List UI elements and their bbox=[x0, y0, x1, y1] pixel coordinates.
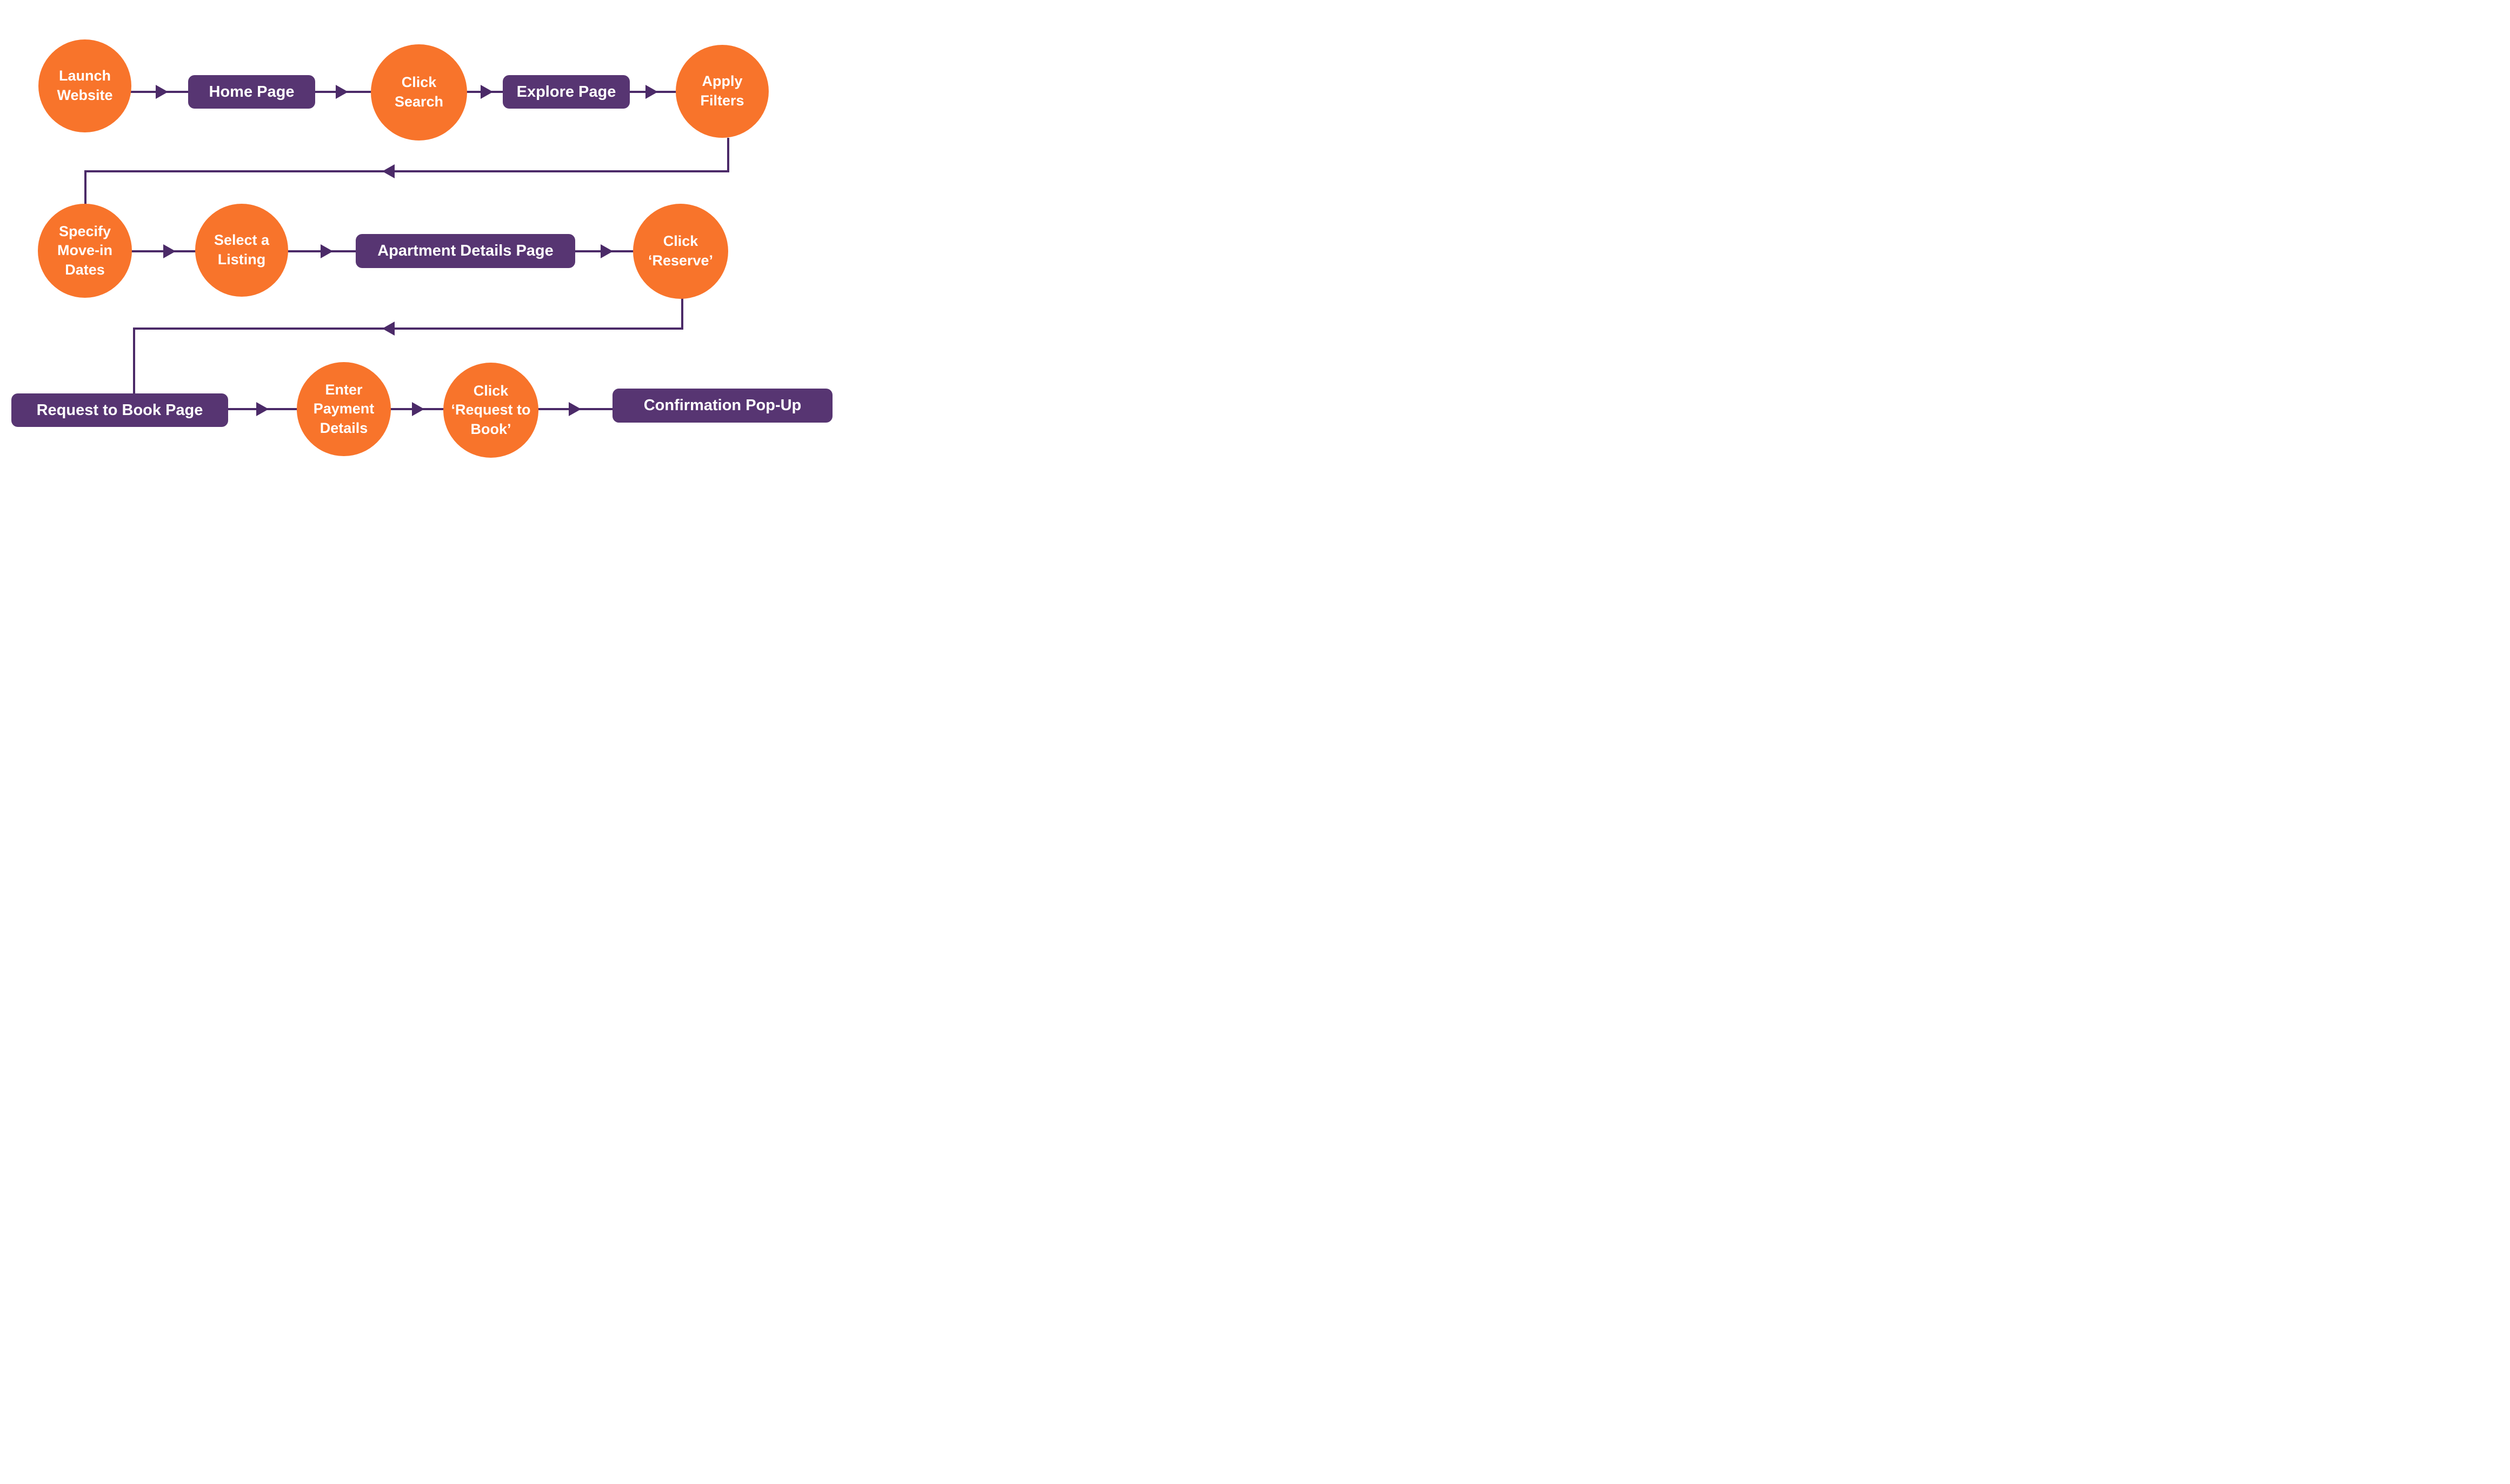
specify-to-select-arrowhead-icon bbox=[163, 244, 176, 258]
node-explore-page: Explore Page bbox=[503, 75, 630, 109]
select-to-apartment-arrowhead-icon bbox=[321, 244, 333, 258]
connector-reserve-to-request-elbow bbox=[133, 298, 683, 393]
node-label: Apartment Details Page bbox=[377, 242, 554, 260]
apartment-to-reserve-arrowhead-icon bbox=[601, 244, 613, 258]
click-search-to-explore-arrowhead-icon bbox=[481, 85, 493, 99]
connector-apply-to-specify-elbow bbox=[84, 138, 729, 204]
node-label: Click‘Reserve’ bbox=[648, 233, 714, 269]
node-label: Explore Page bbox=[516, 83, 616, 101]
click-request-to-confirmation-arrowhead-icon bbox=[569, 402, 581, 416]
reserve-to-request-elbow-arrowhead-icon bbox=[382, 322, 395, 336]
explore-to-apply-arrowhead-icon bbox=[645, 85, 658, 99]
connector-layer bbox=[84, 85, 729, 416]
home-to-click-search-arrowhead-icon bbox=[336, 85, 348, 99]
request-to-enter-arrowhead-icon bbox=[256, 402, 269, 416]
launch-to-home-arrowhead-icon bbox=[156, 85, 168, 99]
node-label: Confirmation Pop-Up bbox=[643, 397, 802, 415]
enter-to-click-request-arrowhead-icon bbox=[412, 402, 424, 416]
node-apartment-details-page: Apartment Details Page bbox=[356, 234, 575, 268]
node-confirmation-pop-up: Confirmation Pop-Up bbox=[612, 389, 833, 423]
apply-to-specify-elbow-arrowhead-icon bbox=[382, 164, 395, 178]
node-home-page: Home Page bbox=[188, 75, 315, 109]
node-request-to-book-page: Request to Book Page bbox=[11, 393, 228, 427]
node-click-reserve: Click‘Reserve’ bbox=[633, 204, 728, 299]
node-label: Request to Book Page bbox=[36, 401, 203, 419]
node-label: Home Page bbox=[209, 83, 295, 101]
